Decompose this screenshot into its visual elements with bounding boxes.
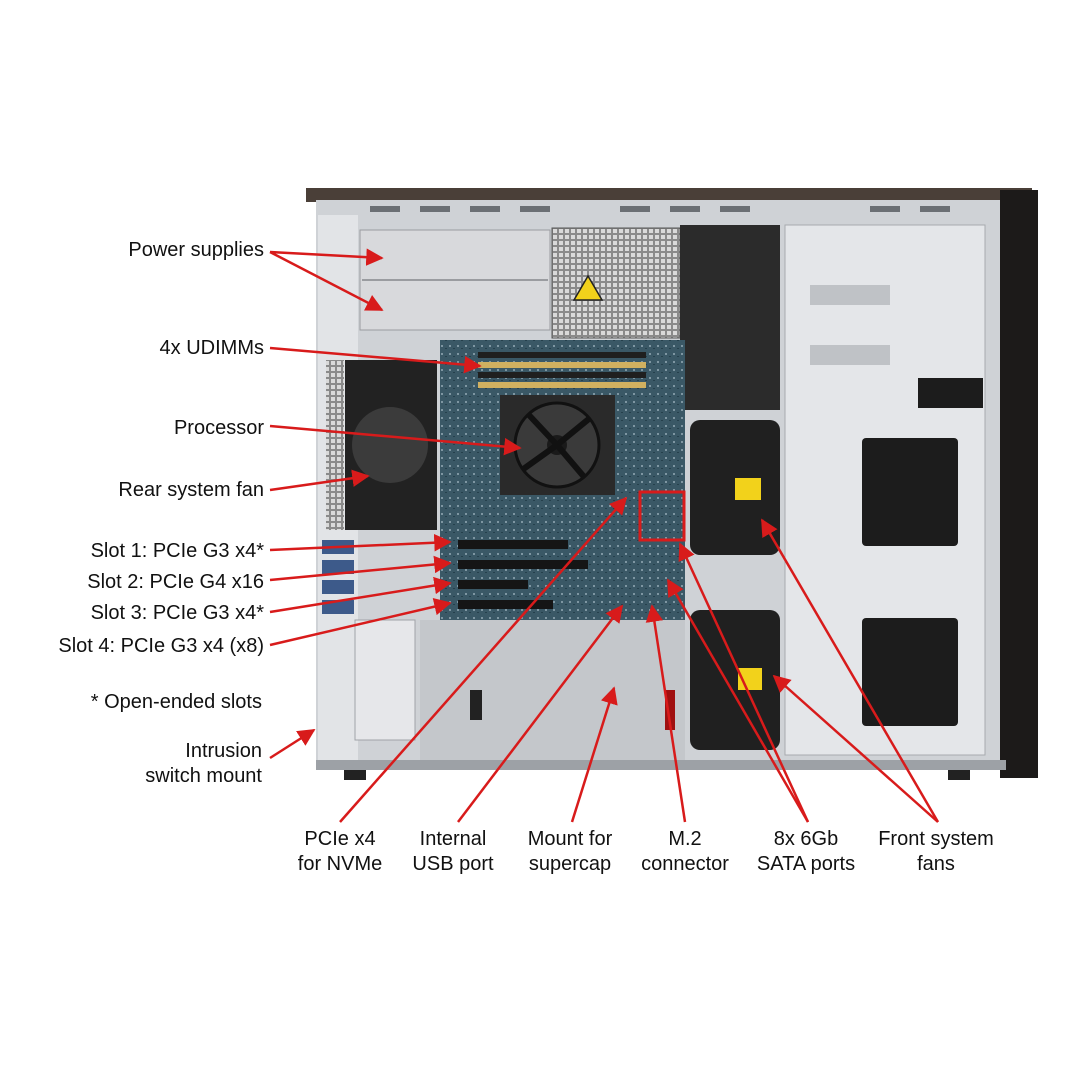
label-supercap-line2: supercap: [529, 853, 611, 875]
arrow-power-supplies: [269, 248, 384, 266]
arrow-intrusion: [269, 728, 316, 760]
arrow-rear-fan: [269, 469, 370, 492]
expansion-brackets: [322, 540, 416, 741]
label-processor: Processor: [174, 417, 264, 439]
arrow-pcie-nvme: [339, 496, 628, 823]
label-sata-line1: 8x 6Gb: [774, 828, 838, 850]
arrow-slot2: [269, 555, 452, 582]
label-slot2: Slot 2: PCIe G4 x16: [87, 571, 264, 593]
label-udimms: 4x UDIMMs: [160, 337, 264, 359]
label-m2-line2: connector: [641, 853, 729, 875]
arrow-power-supplies: [269, 250, 384, 312]
callout-arrows: [269, 248, 940, 823]
arrow-front-fans: [772, 674, 939, 823]
label-front-fans-line2: fans: [917, 853, 955, 875]
arrow-processor: [269, 424, 522, 456]
warning-label: [572, 274, 604, 301]
label-pcie-nvme-line2: for NVMe: [298, 853, 382, 875]
arrow-usb: [457, 604, 624, 823]
rear-vent-grille: [326, 360, 344, 530]
top-vents: [370, 206, 950, 212]
arrow-slot3: [269, 576, 452, 614]
arrow-m2: [645, 604, 687, 823]
label-supercap-line1: Mount for: [528, 828, 613, 850]
sata-highlight-box: [638, 490, 686, 542]
bottom-labels: PCIe x4 for NVMe Internal USB port Mount…: [298, 828, 994, 875]
cable-area: [680, 225, 780, 410]
label-front-fans-line1: Front system: [878, 828, 994, 850]
front-bezel: [1000, 190, 1038, 778]
psu-cage: [551, 227, 681, 339]
drive-caddy: [862, 438, 958, 546]
arrow-sata: [678, 542, 810, 823]
label-intrusion-line1: Intrusion: [185, 740, 262, 762]
server-chassis: [306, 188, 1038, 780]
arrow-udimms: [269, 346, 482, 374]
pcie-slots: [458, 540, 588, 609]
top-cover-edge: [306, 188, 1032, 202]
left-labels: Power supplies 4x UDIMMs Processor Rear …: [58, 239, 264, 787]
arrow-slot4: [269, 598, 452, 647]
arrow-supercap: [570, 686, 618, 823]
label-intrusion-line2: switch mount: [145, 765, 262, 787]
label-pcie-nvme-line1: PCIe x4: [304, 828, 375, 850]
label-sata-line2: SATA ports: [757, 853, 855, 875]
label-slot3: Slot 3: PCIe G3 x4*: [91, 602, 265, 624]
label-slot1: Slot 1: PCIe G3 x4*: [91, 540, 265, 562]
label-open-ended: * Open-ended slots: [91, 691, 262, 713]
label-slot4: Slot 4: PCIe G3 x4 (x8): [58, 635, 264, 657]
chassis-floor: [420, 620, 685, 760]
label-rear-fan: Rear system fan: [118, 479, 264, 501]
label-power-supplies: Power supplies: [128, 239, 264, 261]
arrow-front-fans: [760, 518, 940, 823]
arrow-sata: [666, 578, 810, 823]
label-usb-line1: Internal: [420, 828, 487, 850]
label-m2-line1: M.2: [668, 828, 701, 850]
label-usb-line2: USB port: [412, 853, 494, 875]
drive-caddy: [862, 618, 958, 726]
dimm-slots: [478, 352, 646, 388]
chassis-bottom: [316, 760, 1006, 770]
arrow-slot1: [269, 533, 452, 552]
